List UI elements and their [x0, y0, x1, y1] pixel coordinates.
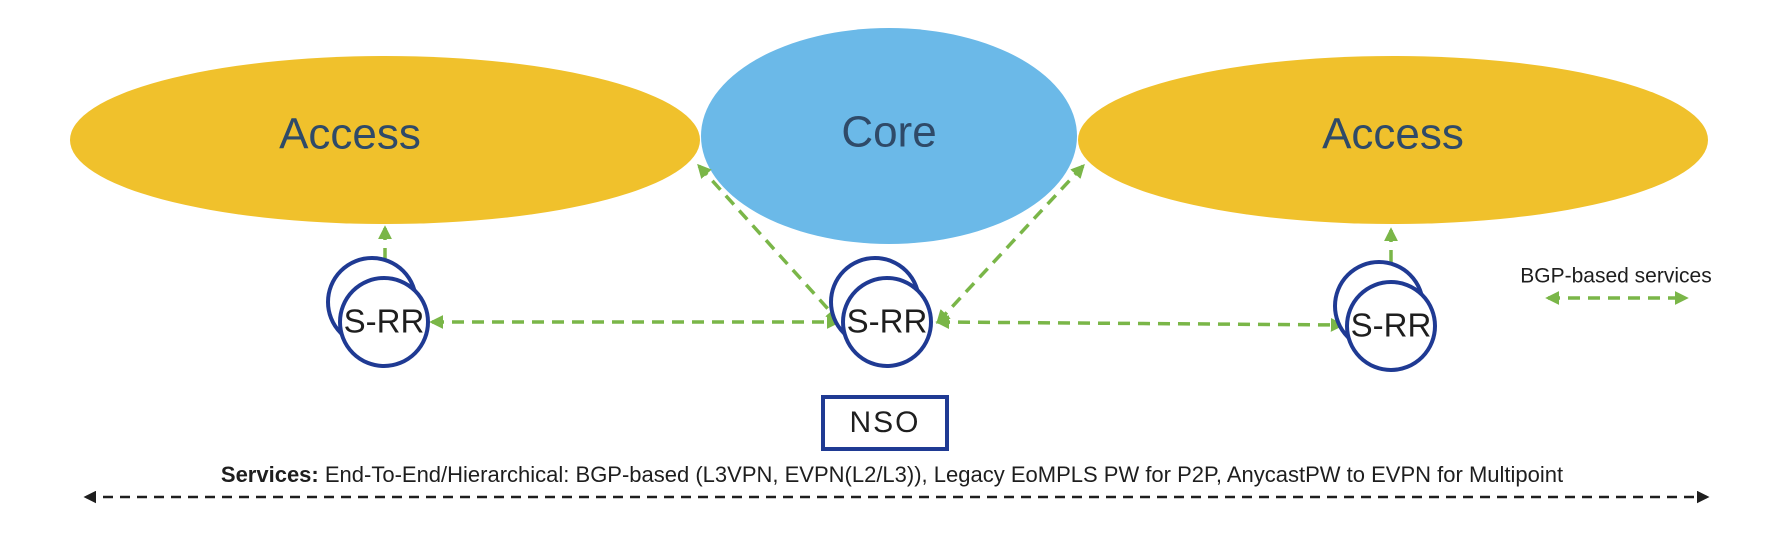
access-left-ellipse: [70, 56, 700, 224]
nso-controller: NSO: [821, 395, 949, 451]
core-domain: Core: [701, 28, 1077, 244]
legend: BGP-based services: [1520, 265, 1712, 305]
access-right-domain: Access: [1078, 56, 1708, 224]
rr-center-label: S-RR: [847, 303, 928, 340]
access-right-label: Access: [1322, 110, 1464, 159]
access-right-ellipse: [1078, 56, 1708, 224]
bgp-link-core-left-rr: [697, 163, 840, 323]
services-row: Services: End-To-End/Hierarchical: BGP-b…: [83, 462, 1710, 504]
access-left-label: Access: [279, 110, 421, 159]
core-label: Core: [841, 108, 936, 157]
bgp-link-core-right-rr: [936, 163, 1085, 325]
nso-label: NSO: [849, 406, 920, 439]
rr-ring-front: [1345, 280, 1437, 372]
services-title: Services:: [221, 462, 319, 487]
route-reflector-center: S-RR: [829, 256, 933, 368]
rr-left-label: S-RR: [344, 303, 425, 340]
rr-right-label: S-RR: [1351, 307, 1432, 344]
rr-ring-front: [338, 276, 430, 368]
legend-label: BGP-based services: [1520, 265, 1711, 288]
bgp-links: [378, 163, 1398, 332]
bgp-link-rr-center-right: [935, 315, 1345, 332]
route-reflector-right: S-RR: [1333, 260, 1437, 372]
rr-ring-front: [841, 276, 933, 368]
services-description: End-To-End/Hierarchical: BGP-based (L3VP…: [319, 462, 1563, 487]
nso-box: [821, 395, 949, 451]
route-reflector-left: S-RR: [326, 256, 430, 368]
access-left-domain: Access: [70, 56, 700, 224]
services-text: Services: End-To-End/Hierarchical: BGP-b…: [221, 462, 1563, 487]
